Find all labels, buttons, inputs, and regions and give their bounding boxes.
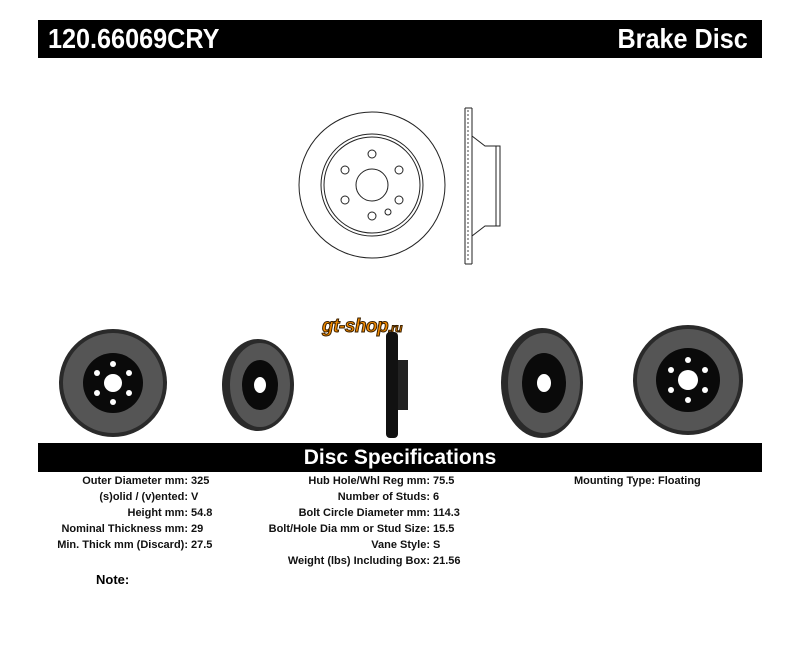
spec-value: 75.5 [433, 475, 455, 487]
side-view-drawing [464, 107, 501, 265]
specs-title-bar: Disc Specifications [38, 443, 762, 472]
spec-value: 15.5 [433, 523, 455, 535]
spec-row: Hub Hole/Whl Reg mm:75.5 [0, 475, 800, 491]
spec-value: S [433, 539, 441, 551]
spec-row: Number of Studs:6 [0, 491, 800, 507]
disc-photo-back [633, 325, 743, 435]
spec-value: Floating [658, 475, 701, 487]
spec-value: 27.5 [191, 539, 213, 551]
spec-label: Min. Thick mm (Discard): [57, 539, 188, 551]
spec-row: Mounting Type:Floating [0, 475, 800, 491]
spec-value: 29 [191, 523, 204, 535]
specs-title: Disc Specifications [303, 446, 497, 469]
spec-label: Hub Hole/Whl Reg mm: [308, 475, 430, 487]
spec-label: Number of Studs: [337, 491, 430, 503]
spec-row: Vane Style:S [0, 539, 800, 555]
spec-value: 21.56 [433, 555, 461, 567]
spec-row: Min. Thick mm (Discard):27.5 [0, 539, 800, 555]
spec-label: Height mm: [127, 507, 189, 519]
spec-row: Bolt Circle Diameter mm:114.3 [0, 507, 800, 523]
spec-label: Outer Diameter mm: [82, 475, 188, 487]
note-label: Note: [96, 572, 130, 587]
spec-value: 6 [433, 491, 440, 503]
header-bar: 120.66069CRY Brake Disc [38, 20, 762, 58]
spec-row: Outer Diameter mm:325 [0, 475, 800, 491]
part-number: 120.66069CRY [48, 23, 220, 54]
spec-label: Bolt/Hole Dia mm or Stud Size: [268, 523, 430, 535]
spec-value: 54.8 [191, 507, 213, 519]
spec-value: 325 [191, 475, 210, 487]
spec-row: Height mm:54.8 [0, 507, 800, 523]
spec-label: Weight (lbs) Including Box: [287, 555, 430, 567]
spec-row: Bolt/Hole Dia mm or Stud Size:15.5 [0, 523, 800, 539]
spec-row: (s)olid / (v)ented:V [0, 491, 800, 507]
spec-label: Nominal Thickness mm: [61, 523, 188, 535]
spec-row: Weight (lbs) Including Box:21.56 [0, 555, 800, 571]
disc-photo-front [59, 329, 167, 437]
front-view-drawing [298, 111, 446, 259]
spec-label: Bolt Circle Diameter mm: [298, 507, 430, 519]
spec-label: Vane Style: [371, 539, 430, 551]
watermark-logo: gt-shop.ru [321, 316, 402, 338]
disc-photo-angle-left [222, 339, 294, 431]
spec-value: V [191, 491, 199, 503]
spec-label: Mounting Type: [573, 475, 655, 487]
disc-photo-angle-right [501, 328, 583, 438]
disc-photo-side [386, 332, 408, 438]
product-type: Brake Disc [617, 23, 748, 54]
spec-value: 114.3 [433, 507, 460, 519]
spec-row: Nominal Thickness mm:29 [0, 523, 800, 539]
spec-label: (s)olid / (v)ented: [99, 491, 188, 503]
